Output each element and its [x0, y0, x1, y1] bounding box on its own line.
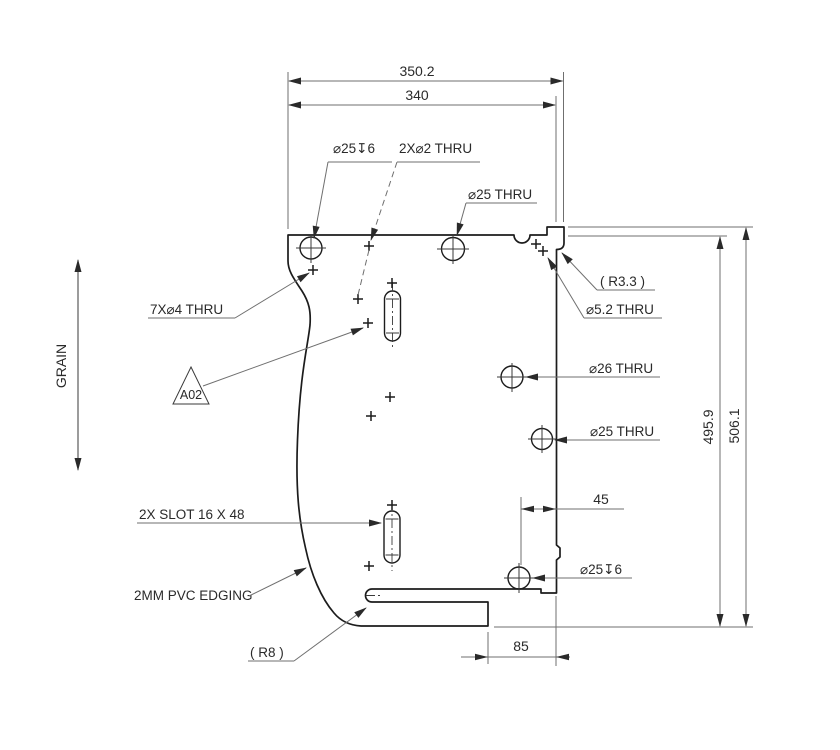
- slot-upper-ticks: [386, 298, 399, 334]
- callout-thru-hole-top: ⌀25 THRU: [468, 187, 532, 202]
- extension-lines-top: [287, 72, 564, 229]
- callout-pin-holes: 2X⌀2 THRU: [399, 141, 472, 156]
- callout-counterbore-bottom: ⌀25↧6: [580, 562, 622, 577]
- callout-thru-hole-26: ⌀26 THRU: [589, 361, 653, 376]
- leader-thru-hole-top: [456, 202, 467, 236]
- dimensions-group: 350.2 340 495.9 506.1 45 85: [287, 63, 753, 666]
- callout-edging: 2MM PVC EDGING: [134, 588, 253, 603]
- arrowhead: [521, 505, 534, 513]
- callout-thru-hole-25: ⌀25 THRU: [590, 424, 654, 439]
- leader-dowel-holes: [234, 272, 310, 319]
- center-mark: [387, 278, 397, 288]
- hole-cbore-bottom-crosshair: [504, 563, 534, 593]
- callout-slot-end-radius: ( R8 ): [250, 645, 284, 660]
- callout-dowel-holes: 7X⌀4 THRU: [150, 302, 223, 317]
- center-mark: [531, 239, 541, 249]
- slot-lower-ticks: [385, 518, 399, 556]
- center-mark: [538, 246, 548, 256]
- callout-corner-radius: ( R3.3 ): [600, 274, 645, 289]
- arrowhead: [475, 653, 488, 661]
- dim-top-outer: 350.2: [399, 63, 434, 79]
- dim-hole-to-edge: 45: [593, 491, 609, 507]
- dim-side-outer: 506.1: [726, 408, 742, 443]
- hole-cbore-top-crosshair: [296, 234, 326, 263]
- leader-corner-radius: [561, 252, 598, 291]
- extension-lines-85: [487, 596, 557, 666]
- leader-pin-holes: [370, 161, 398, 241]
- center-marks-group: [308, 239, 548, 571]
- dim-cutout-width: 85: [513, 638, 529, 654]
- holes-group: [296, 234, 556, 593]
- dim-top-inner: 340: [405, 87, 429, 103]
- leader-datum: [202, 327, 364, 387]
- leader-screw-hole: [547, 257, 585, 319]
- center-mark: [385, 392, 395, 402]
- center-mark: [364, 241, 374, 251]
- hole-thru-top-crosshair: [437, 234, 469, 264]
- leader-pin-holes-continuation: [357, 249, 370, 296]
- center-mark: [363, 318, 373, 328]
- callout-screw-hole: ⌀5.2 THRU: [586, 302, 654, 317]
- callouts-group: ⌀25↧6 2X⌀2 THRU ⌀25 THRU ( R3.3 ) ⌀5.2 T…: [134, 141, 662, 662]
- leader-edging: [248, 567, 307, 597]
- center-mark: [364, 561, 374, 571]
- hole-thru-25-crosshair: [528, 425, 556, 453]
- center-mark: [308, 265, 318, 275]
- center-mark: [353, 294, 363, 304]
- part-outline-group: [287, 226, 565, 627]
- extension-lines-right: [494, 226, 753, 628]
- arrowhead: [556, 653, 569, 661]
- center-mark: [366, 411, 376, 421]
- leader-slot-end-radius: [293, 607, 367, 662]
- datum-tag-label: A02: [180, 388, 202, 402]
- hole-thru-26-crosshair: [497, 363, 527, 392]
- center-mark: [387, 500, 397, 510]
- slots-group: [366, 282, 402, 596]
- callout-counterbore-top: ⌀25↧6: [333, 141, 375, 156]
- grain-group: GRAIN: [53, 259, 82, 471]
- grain-label: GRAIN: [53, 344, 69, 388]
- arrowhead: [543, 505, 556, 513]
- datum-triangle: [172, 365, 210, 405]
- callout-slots: 2X SLOT 16 X 48: [139, 507, 245, 522]
- part-outline: [287, 226, 565, 627]
- dim-side-inner: 495.9: [700, 409, 716, 444]
- leader-counterbore-top: [312, 161, 329, 239]
